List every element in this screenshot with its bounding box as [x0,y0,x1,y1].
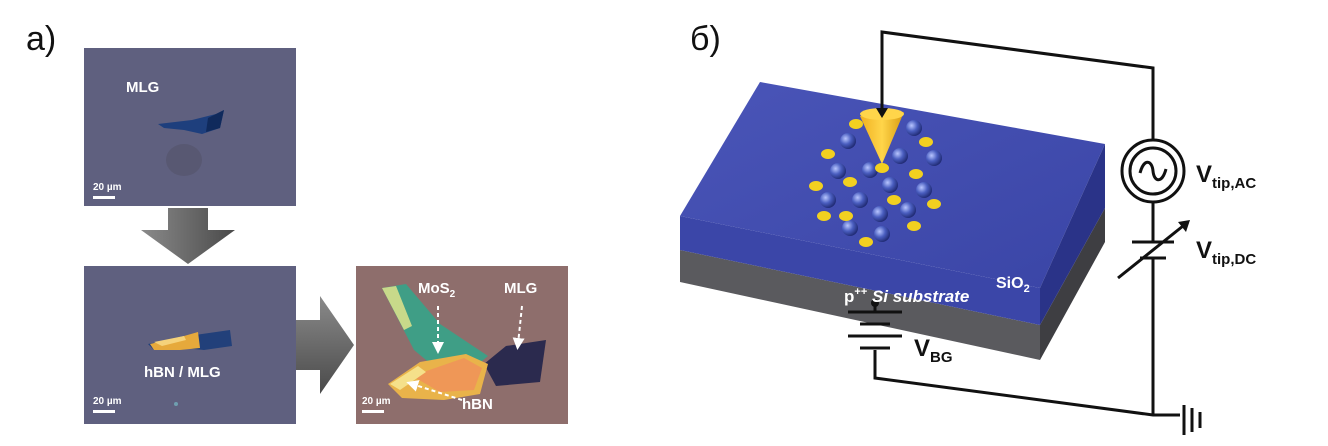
device-schematic: SiO2 p++ Si substrate Vtip,AC Vtip,DC VB… [680,30,1256,435]
ground-icon [1182,405,1202,435]
scale-text-3: 20 µm [362,396,391,407]
afm-tip [860,112,904,164]
mos2-label: MoS2 [418,280,456,300]
dc-source-icon [1117,220,1189,280]
scale-bar-1 [93,196,115,199]
right-arrow-icon [296,296,354,394]
bg-battery-icon [848,310,902,350]
micrograph-mlg: MLG 20 µm [84,48,296,206]
hbn-mlg-label: hBN / MLG [144,364,221,381]
scale-bar-2 [93,410,115,413]
vtip-ac-label: Vtip,AC [1196,161,1256,192]
substrate-label: p++ Si substrate [844,286,969,306]
mlg-label-1: MLG [126,79,160,96]
substrate-front [680,250,1040,360]
scale-text-1: 20 µm [93,182,122,193]
micrograph-heterostructure: MoS2 MLG hBN 20 µm [356,266,568,424]
panel-a-label: а) [26,20,57,58]
vtip-dc-label: Vtip,DC [1196,237,1256,268]
down-arrow-icon [141,208,235,264]
sio2-side [1040,144,1105,325]
substrate-side [1040,208,1105,360]
mlg-label-3: MLG [504,280,538,297]
sio2-front [680,216,1040,325]
graphene-lattice [809,119,942,247]
vbg-label: VBG [914,335,953,366]
circuit-wires [873,30,1180,417]
micrograph-hbn-mlg: hBN / MLG 20 µm [84,266,296,424]
ac-source-icon [1120,138,1186,204]
sio2-label: SiO2 [996,275,1030,295]
pointer-arrows [406,305,525,401]
scale-bar-3 [362,410,384,413]
scale-text-2: 20 µm [93,396,122,407]
hbn-label: hBN [462,396,493,413]
panel-b-label: б) [690,20,721,58]
